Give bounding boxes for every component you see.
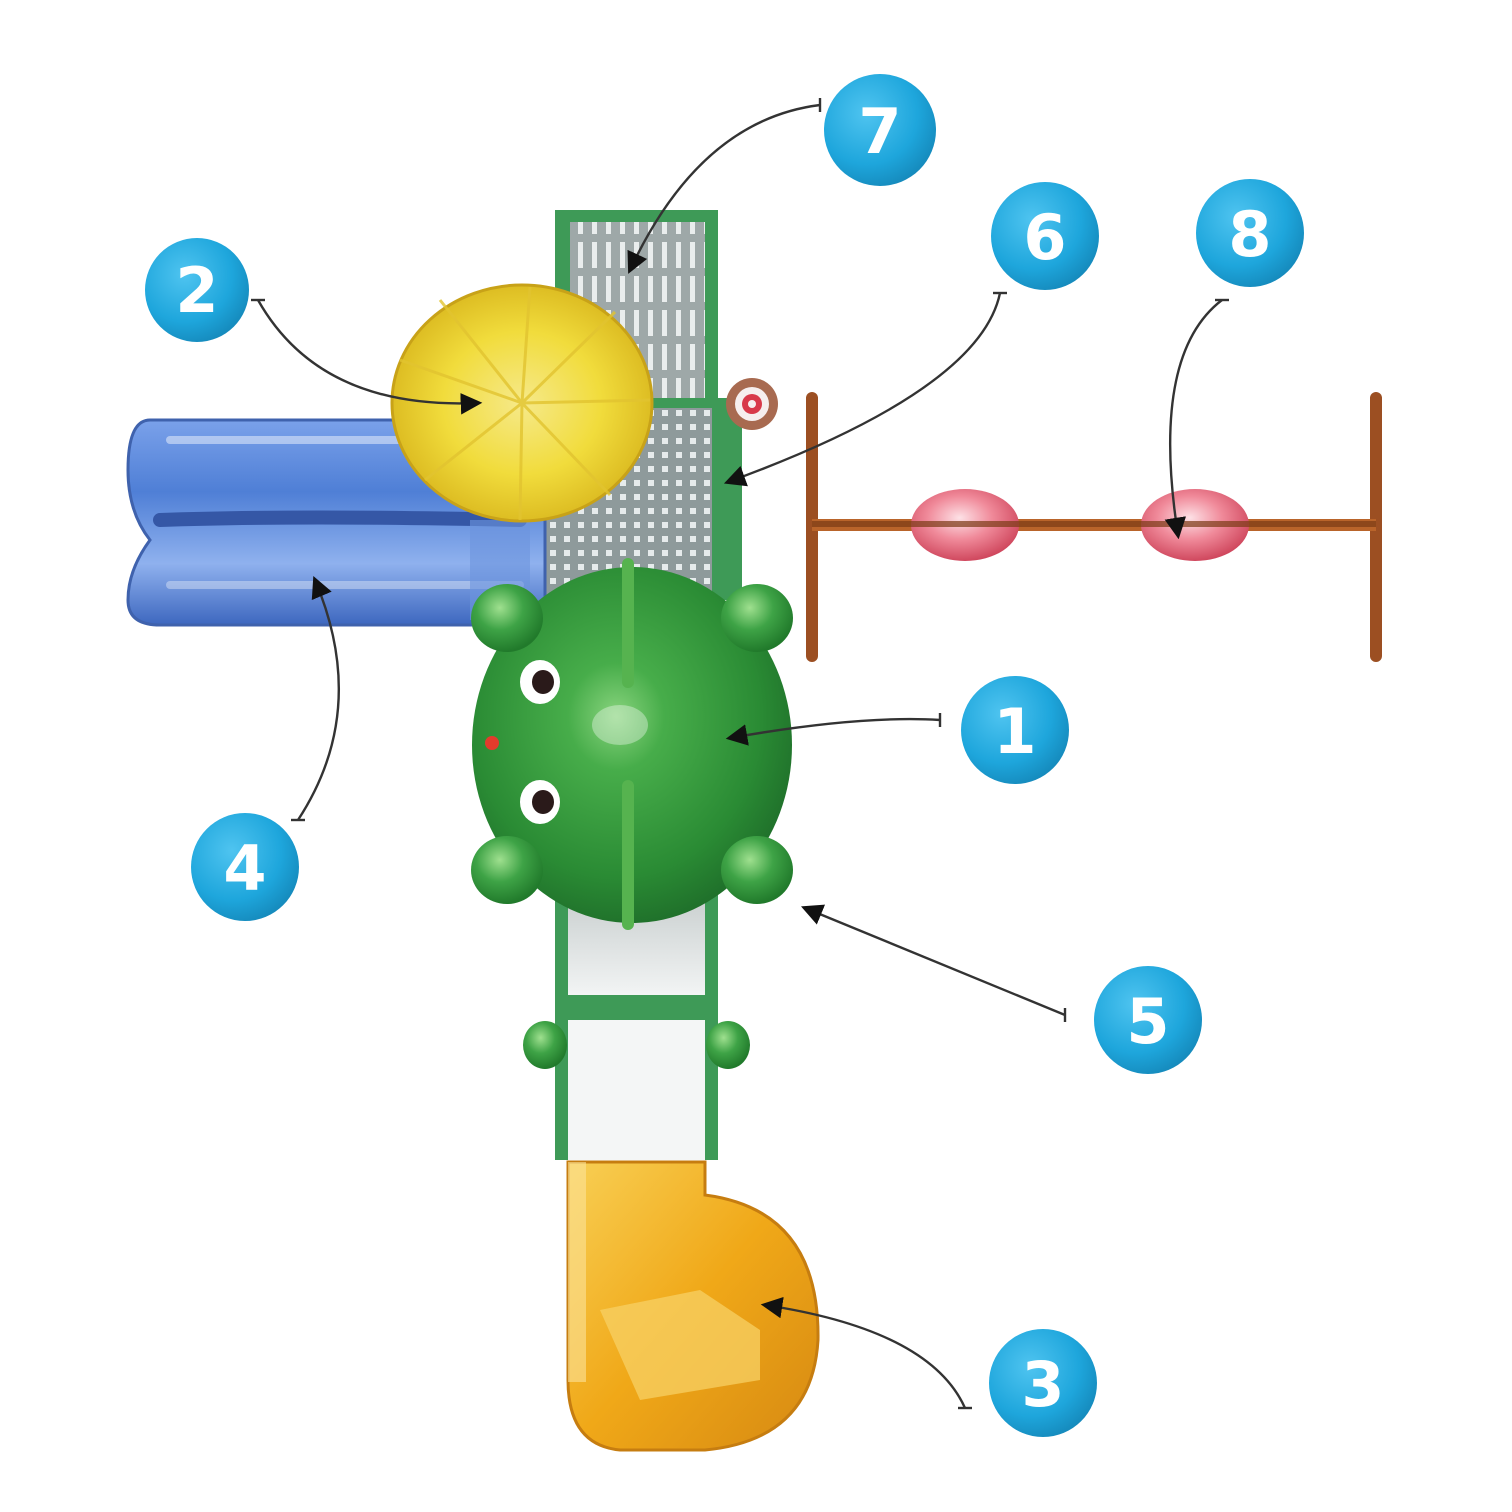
callout-6-label: 6 bbox=[1023, 201, 1066, 274]
chain-bridge bbox=[806, 392, 1382, 662]
frog-eye bbox=[520, 780, 560, 824]
frog-roof bbox=[471, 558, 793, 930]
callout-5-label: 5 bbox=[1126, 985, 1169, 1058]
frog-eye bbox=[520, 660, 560, 704]
callout-6: 6 bbox=[991, 182, 1099, 290]
callout-8: 8 bbox=[1196, 179, 1304, 287]
callout-4: 4 bbox=[191, 813, 299, 921]
callout-7: 7 bbox=[824, 74, 936, 186]
leader-line-7 bbox=[627, 103, 821, 274]
leader-line-1 bbox=[725, 717, 941, 746]
callout-2: 2 bbox=[145, 238, 249, 342]
callout-1: 1 bbox=[961, 676, 1069, 784]
callout-1-label: 1 bbox=[993, 695, 1036, 768]
leader-line-8 bbox=[1164, 299, 1223, 540]
round-roof bbox=[390, 283, 654, 523]
callout-2-label: 2 bbox=[175, 254, 218, 327]
leader-line-6 bbox=[723, 292, 1002, 487]
callout-8-label: 8 bbox=[1228, 198, 1271, 271]
platform-stairs bbox=[523, 880, 750, 1160]
callout-4-label: 4 bbox=[223, 832, 266, 905]
callout-3-label: 3 bbox=[1021, 1348, 1064, 1421]
callout-5: 5 bbox=[1094, 966, 1202, 1074]
leader-lines bbox=[251, 98, 1229, 1410]
leader-line-5 bbox=[801, 904, 1066, 1017]
leader-line-2 bbox=[256, 299, 483, 415]
leader-line-3 bbox=[760, 1296, 967, 1409]
leader-line-4 bbox=[296, 576, 340, 821]
spiral-slide bbox=[566, 1160, 820, 1452]
callout-3: 3 bbox=[989, 1329, 1097, 1437]
callout-7-label: 7 bbox=[858, 95, 901, 168]
